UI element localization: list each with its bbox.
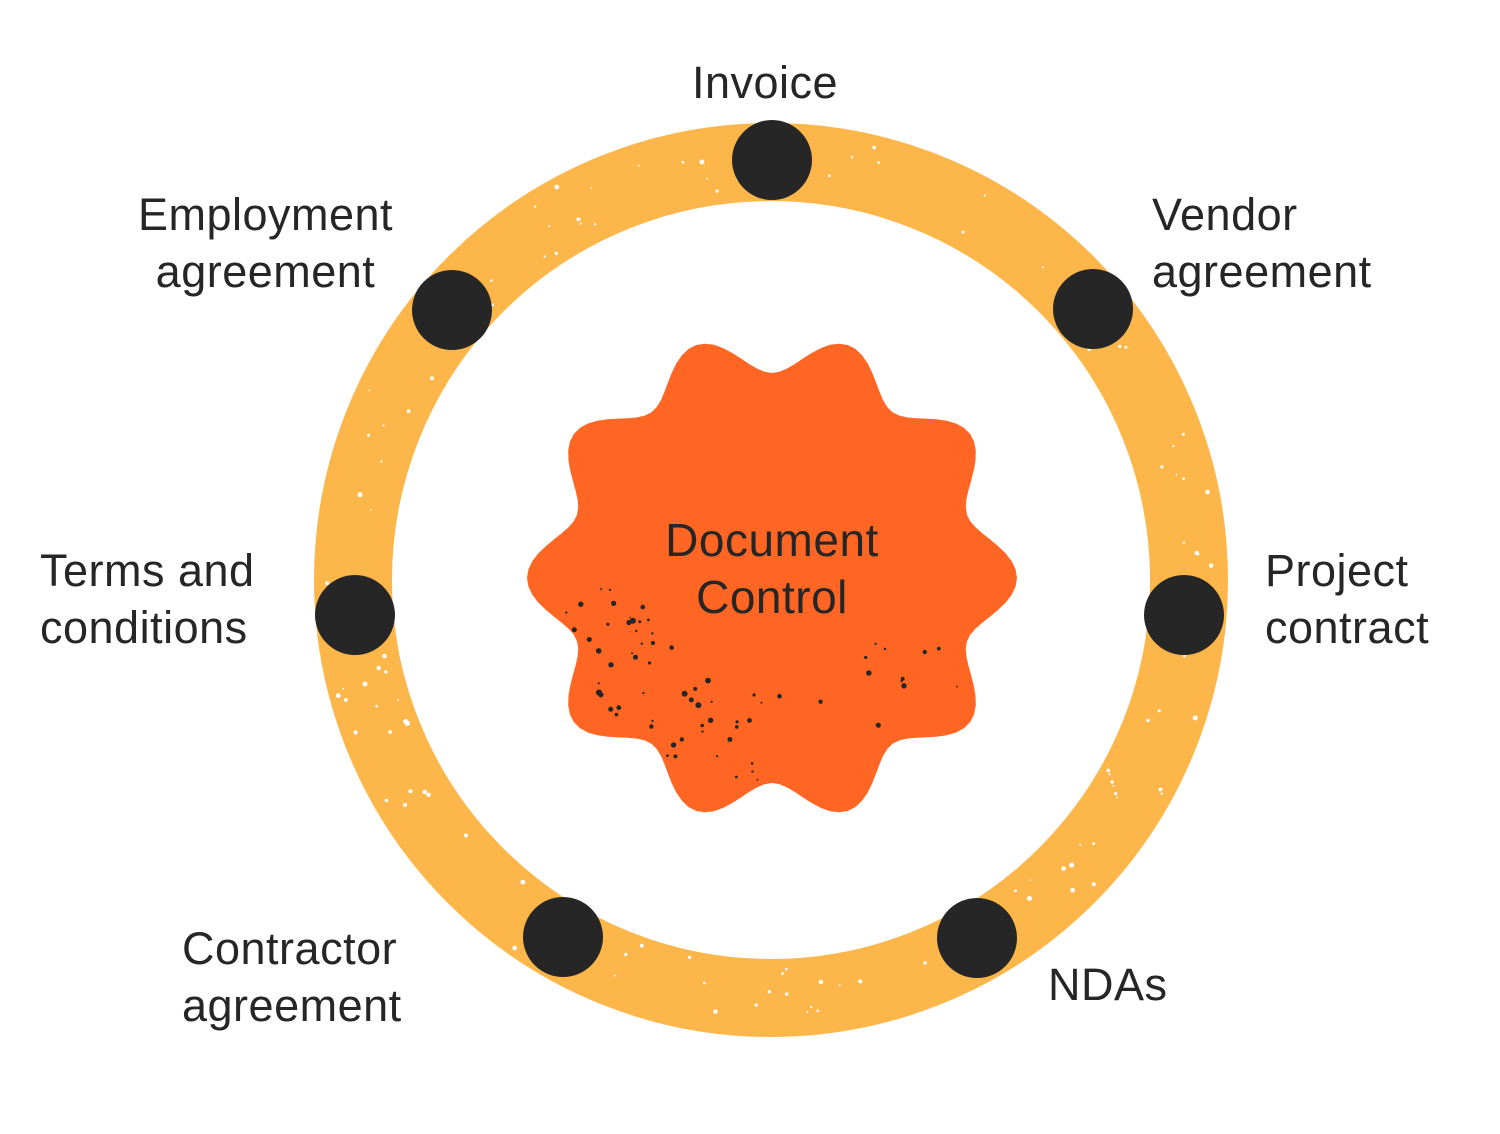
node-dot-project-contract[interactable]	[1144, 575, 1224, 655]
label-contractor-line-2: agreement	[182, 980, 402, 1031]
label-ndas: NDAs	[1048, 956, 1168, 1013]
label-terms-line-2: conditions	[40, 602, 248, 653]
node-dot-contractor-agreement[interactable]	[523, 897, 603, 977]
label-employment-line-1: Employment	[137, 189, 394, 240]
label-contractor-line-1: Contractor	[182, 923, 398, 974]
label-project-line-2: contract	[1265, 602, 1430, 653]
center-badge-speckles	[565, 588, 958, 781]
node-dot-ndas[interactable]	[937, 898, 1017, 978]
label-ndas-line-1: NDAs	[1048, 959, 1168, 1010]
label-project-contract: Project contract	[1265, 542, 1429, 656]
label-contractor-agreement: Contractor agreement	[182, 920, 402, 1034]
label-invoice-line-1: Invoice	[692, 57, 839, 108]
center-title-line-2: Control	[696, 571, 848, 623]
label-project-line-1: Project	[1265, 545, 1409, 596]
label-employment-line-2: agreement	[155, 246, 376, 297]
node-dot-invoice[interactable]	[732, 120, 812, 200]
node-dot-terms-and-conditions[interactable]	[315, 575, 395, 655]
label-vendor-agreement: Vendor agreement	[1152, 186, 1372, 300]
label-employment-agreement: Employment agreement	[118, 186, 413, 300]
label-terms-and-conditions: Terms and conditions	[40, 542, 255, 656]
center-badge-shape	[527, 343, 1017, 813]
label-invoice: Invoice	[692, 54, 838, 111]
label-vendor-line-1: Vendor	[1152, 189, 1298, 240]
node-dot-vendor-agreement[interactable]	[1053, 269, 1133, 349]
center-title: Document Control	[572, 512, 972, 626]
label-terms-line-1: Terms and	[40, 545, 255, 596]
center-title-line-1: Document	[665, 514, 879, 566]
node-dot-employment-agreement[interactable]	[412, 270, 492, 350]
label-vendor-line-2: agreement	[1152, 246, 1372, 297]
